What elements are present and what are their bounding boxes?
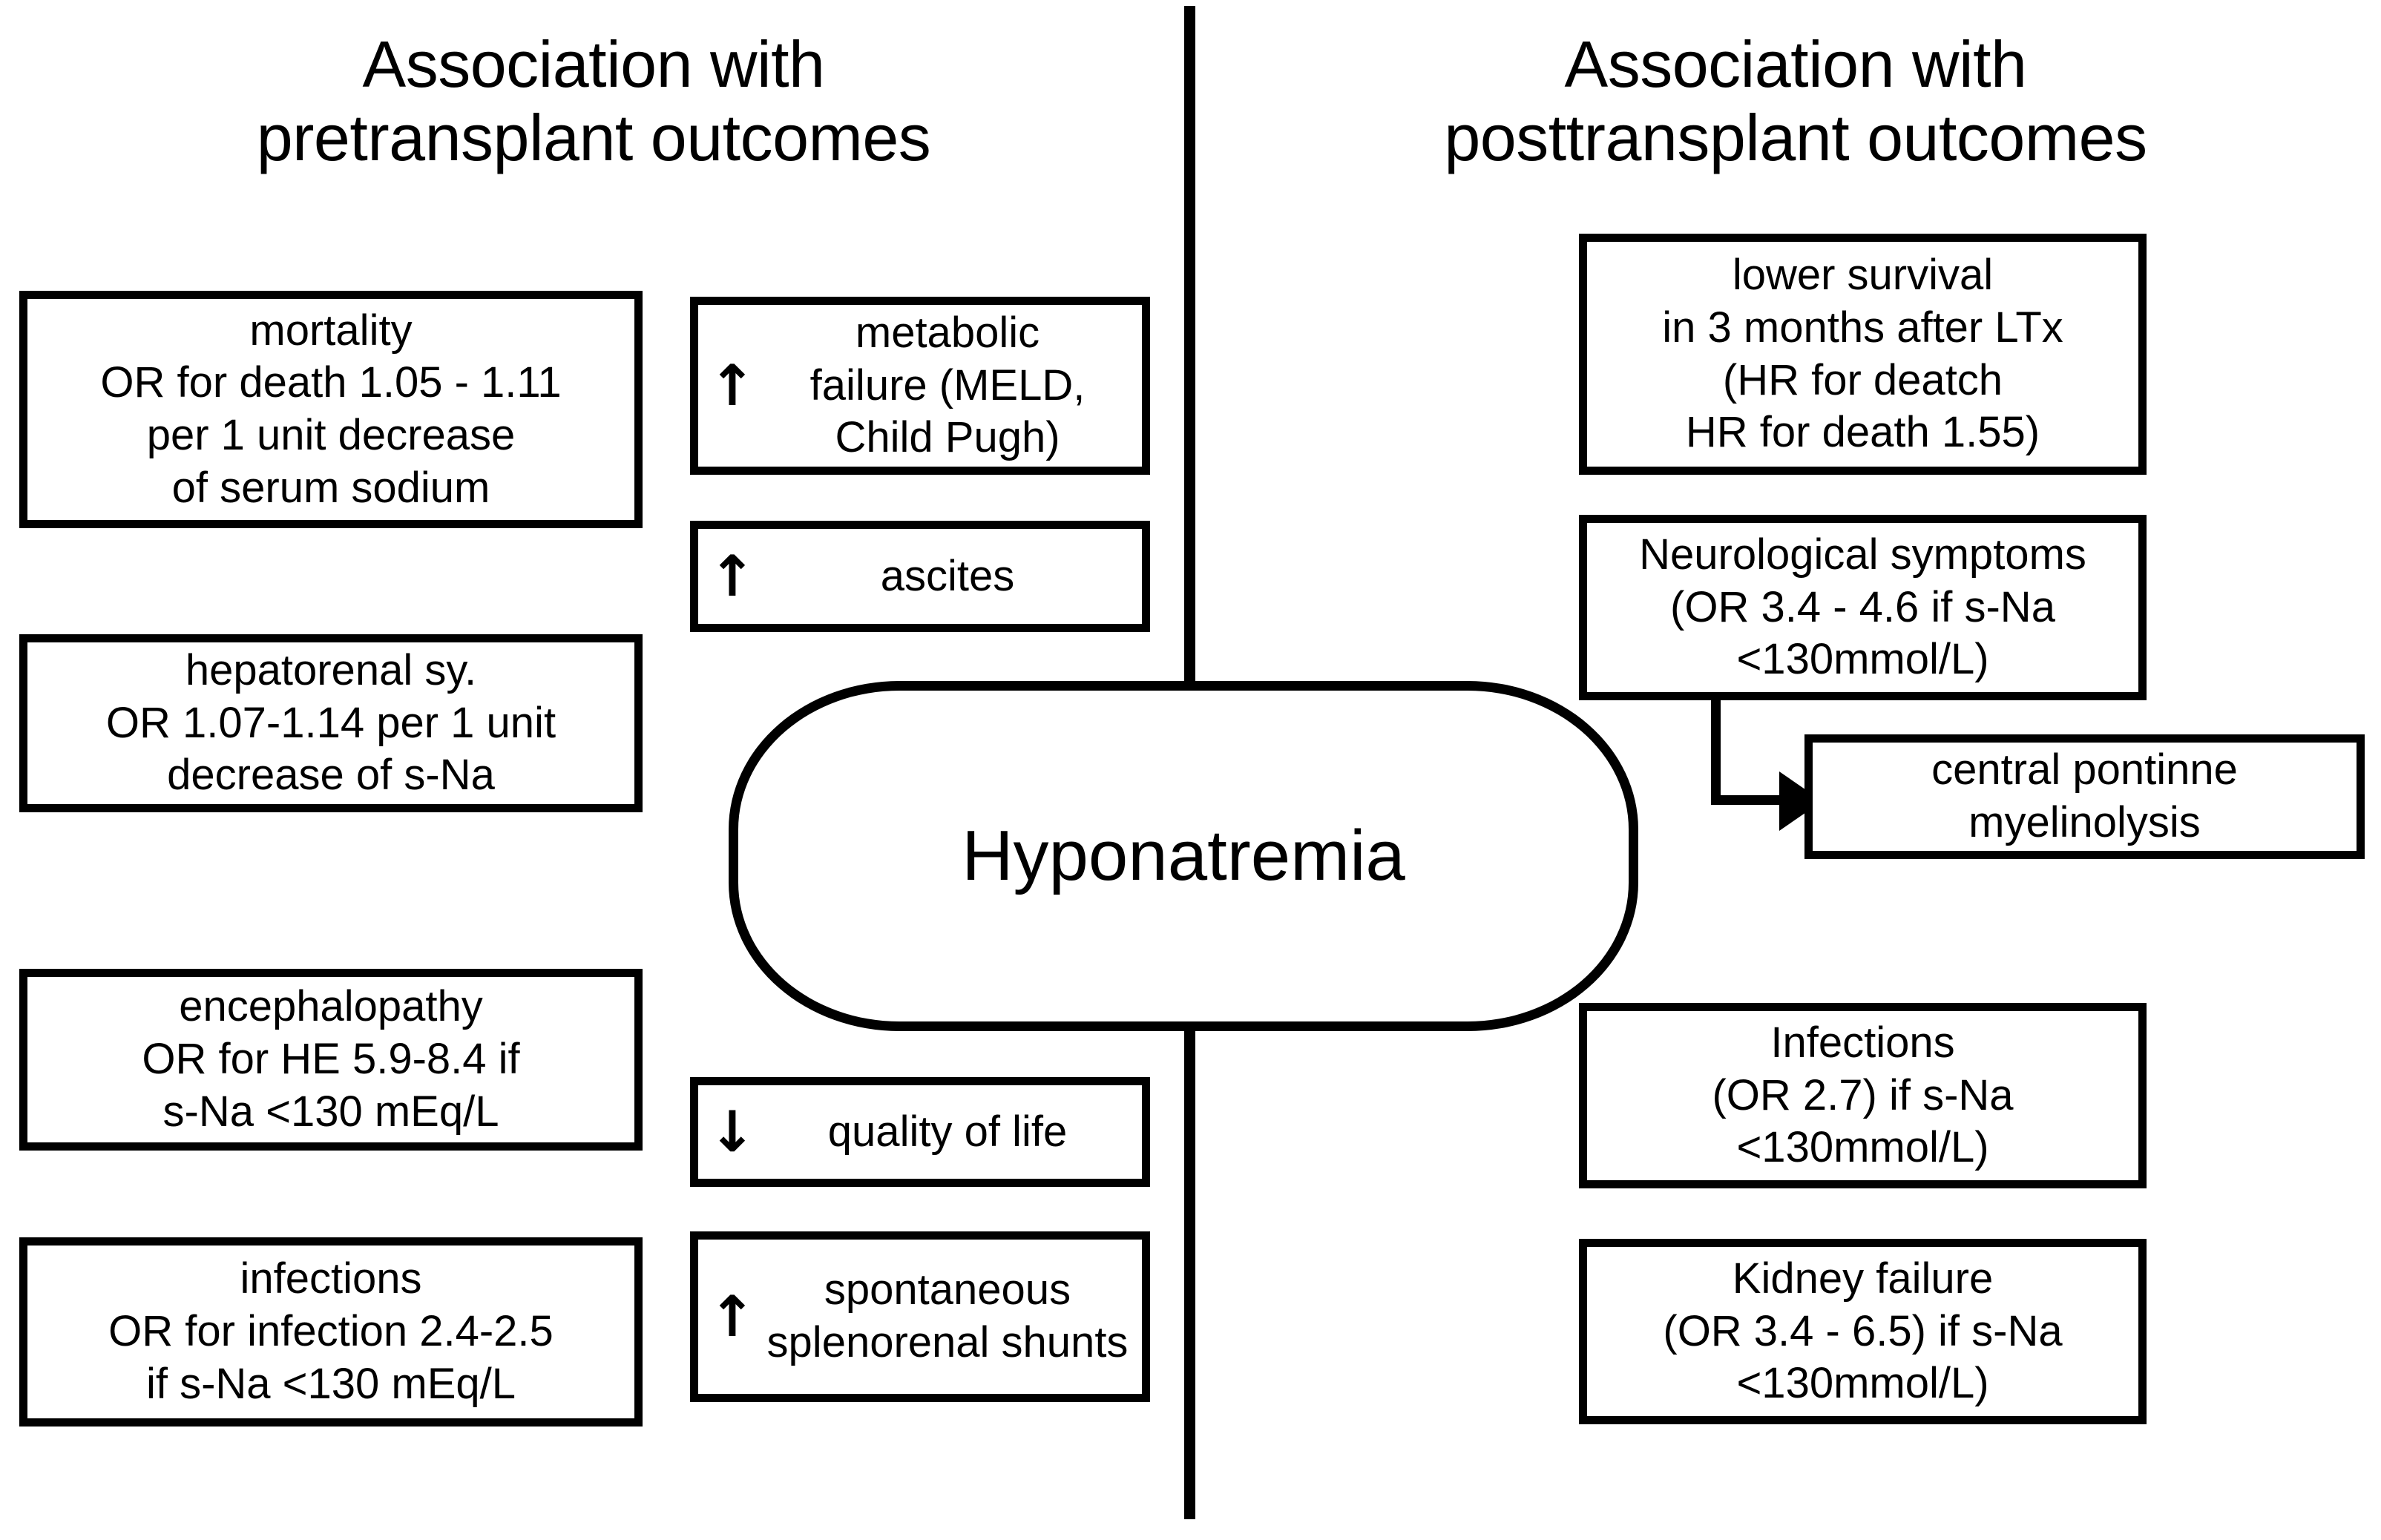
connector-neuro-to-cpm-horizontal — [1711, 795, 1785, 805]
arrow-up-icon: ↑ — [709, 352, 756, 418]
box-kidney-failure: Kidney failure (OR 3.4 - 6.5) if s-Na <1… — [1579, 1239, 2147, 1424]
box-kidney-failure-label: Kidney failure (OR 3.4 - 6.5) if s-Na <1… — [1663, 1254, 2063, 1408]
arrow-up-icon: ↑ — [709, 1283, 756, 1349]
box-central-pontinne-myelinolysis-label: central pontinne myelinolysis — [1931, 746, 2238, 846]
box-neurological-symptoms-label: Neurological symptoms (OR 3.4 - 4.6 if s… — [1639, 530, 2086, 684]
box-ascites: ↑ ascites — [690, 521, 1150, 632]
box-infections-posttransplant: Infections (OR 2.7) if s-Na <130mmol/L) — [1579, 1003, 2147, 1188]
box-metabolic-failure-label: metabolic failure (MELD, Child Pugh) — [809, 308, 1086, 462]
box-infections-posttransplant-label: Infections (OR 2.7) if s-Na <130mmol/L) — [1712, 1018, 2014, 1172]
arrow-down-icon: ↓ — [709, 1099, 756, 1165]
connector-neuro-to-cpm-vertical — [1711, 700, 1721, 804]
box-hepatorenal-syndrome: hepatorenal sy. OR 1.07-1.14 per 1 unit … — [19, 634, 643, 812]
central-node-hyponatremia: Hyponatremia — [729, 681, 1638, 1031]
box-infections-pretransplant-label: infections OR for infection 2.4-2.5 if s… — [108, 1254, 554, 1408]
box-ascites-label: ascites — [880, 551, 1015, 600]
box-quality-of-life-label: quality of life — [827, 1107, 1068, 1156]
arrow-up-icon: ↑ — [709, 543, 756, 609]
box-neurological-symptoms: Neurological symptoms (OR 3.4 - 4.6 if s… — [1579, 515, 2147, 700]
box-central-pontinne-myelinolysis: central pontinne myelinolysis — [1804, 734, 2365, 859]
box-mortality: mortality OR for death 1.05 - 1.11 per 1… — [19, 291, 643, 528]
box-encephalopathy: encephalopathy OR for HE 5.9-8.4 if s-Na… — [19, 969, 643, 1151]
box-spontaneous-splenorenal-shunts: ↑ spontaneous splenorenal shunts — [690, 1231, 1150, 1402]
posttransplant-heading: Association with posttransplant outcomes — [1444, 27, 2147, 174]
box-quality-of-life: ↓ quality of life — [690, 1077, 1150, 1187]
box-metabolic-failure: ↑ metabolic failure (MELD, Child Pugh) — [690, 297, 1150, 475]
box-hepatorenal-syndrome-label: hepatorenal sy. OR 1.07-1.14 per 1 unit … — [105, 645, 556, 800]
pretransplant-heading: Association with pretransplant outcomes — [256, 27, 931, 174]
box-infections-pretransplant: infections OR for infection 2.4-2.5 if s… — [19, 1237, 643, 1427]
box-mortality-label: mortality OR for death 1.05 - 1.11 per 1… — [100, 306, 562, 512]
box-lower-survival: lower survival in 3 months after LTx (HR… — [1579, 234, 2147, 475]
box-encephalopathy-label: encephalopathy OR for HE 5.9-8.4 if s-Na… — [142, 982, 520, 1136]
box-lower-survival-label: lower survival in 3 months after LTx (HR… — [1662, 251, 2063, 457]
central-node-label: Hyponatremia — [962, 816, 1405, 895]
box-spontaneous-splenorenal-shunts-label: spontaneous splenorenal shunts — [766, 1266, 1129, 1366]
